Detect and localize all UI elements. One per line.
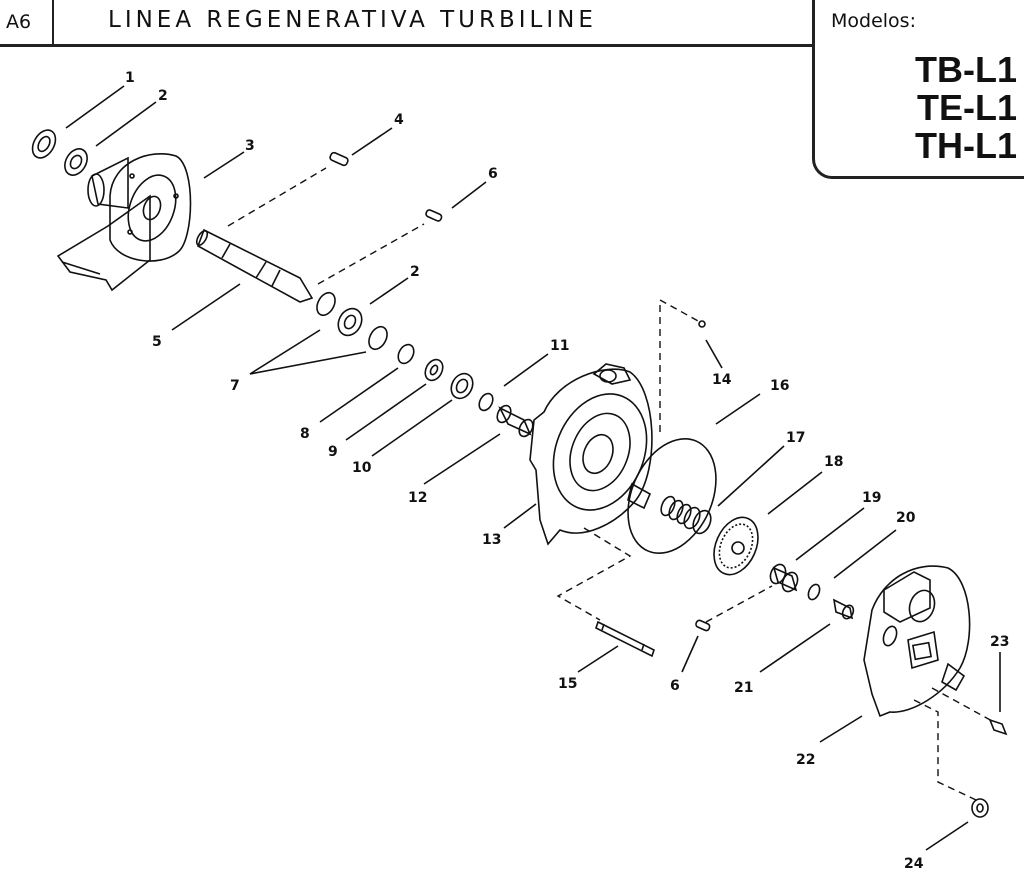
label-part-3: 3 <box>245 138 255 154</box>
spacer-part-19 <box>769 563 799 593</box>
set-screw-part-4 <box>329 151 349 167</box>
leader-lines <box>65 85 1001 851</box>
models-panel: Modelos: TB-L1 TE-L1 TH-L1 <box>812 0 1024 179</box>
mechanical-seal-part-17 <box>660 495 712 535</box>
label-part-23: 23 <box>990 634 1009 650</box>
plug-part-23 <box>988 718 1008 736</box>
retaining-ring-part-7-a <box>316 291 336 317</box>
retaining-ring-part-7-b <box>368 325 388 351</box>
seal-part-10 <box>450 372 474 400</box>
shaft-part-5 <box>195 228 314 303</box>
label-part-20: 20 <box>896 510 916 526</box>
impeller-part-18 <box>713 516 759 576</box>
bolt-part-21 <box>832 598 855 620</box>
stud-part-15 <box>595 620 655 658</box>
pump-cover-part-22 <box>863 565 971 718</box>
header-divider <box>52 0 54 44</box>
washer-part-8 <box>397 343 415 365</box>
screw-part-14 <box>698 320 706 328</box>
label-part-14: 14 <box>712 372 732 388</box>
bearing-part-2-b <box>337 307 363 337</box>
sleeve-part-12 <box>496 404 534 438</box>
title-bar: A6 LINEA REGENERATIVA TURBILINE <box>0 0 812 47</box>
label-part-11: 11 <box>550 338 569 354</box>
label-part-4: 4 <box>394 112 404 128</box>
label-part-2-b: 2 <box>410 264 420 280</box>
set-screw-part-6-top <box>425 209 443 222</box>
label-part-15: 15 <box>558 676 577 692</box>
label-part-21: 21 <box>734 680 753 696</box>
model-te-l1: TE-L1 <box>916 87 1017 128</box>
seal-part-1 <box>31 129 57 159</box>
label-part-22: 22 <box>796 752 815 768</box>
bearing-part-2 <box>64 148 88 176</box>
label-part-19: 19 <box>862 490 881 506</box>
label-part-9: 9 <box>328 444 338 460</box>
o-ring-part-11 <box>478 392 494 412</box>
label-part-18: 18 <box>824 454 843 470</box>
label-part-7: 7 <box>230 378 240 394</box>
label-part-5: 5 <box>152 334 162 350</box>
label-part-12: 12 <box>408 490 427 506</box>
set-screw-part-6-bottom <box>695 619 711 632</box>
page-title: LINEA REGENERATIVA TURBILINE <box>108 7 597 33</box>
label-part-17: 17 <box>786 430 805 446</box>
model-tb-l1: TB-L1 <box>915 49 1017 90</box>
assembly-lines <box>227 167 995 801</box>
washer-part-9 <box>424 358 444 382</box>
label-part-6: 6 <box>488 166 498 182</box>
label-part-2: 2 <box>158 88 168 104</box>
label-part-8: 8 <box>300 426 310 442</box>
label-part-13: 13 <box>482 532 501 548</box>
part-labels: 1 2 3 4 6 5 2 7 8 9 10 11 12 13 14 16 17… <box>125 70 1009 872</box>
pump-housing-part-13 <box>529 363 653 546</box>
models-heading: Modelos: <box>831 10 916 32</box>
label-part-1: 1 <box>125 70 135 86</box>
label-part-24: 24 <box>904 856 924 872</box>
label-part-10: 10 <box>352 460 372 476</box>
bearing-bracket-part-3 <box>56 153 192 292</box>
page-code: A6 <box>6 11 32 33</box>
washer-part-20 <box>807 583 821 601</box>
label-part-6-b: 6 <box>670 678 680 694</box>
drain-plug-part-24 <box>971 798 989 818</box>
model-th-l1: TH-L1 <box>915 125 1017 166</box>
label-part-16: 16 <box>770 378 789 394</box>
